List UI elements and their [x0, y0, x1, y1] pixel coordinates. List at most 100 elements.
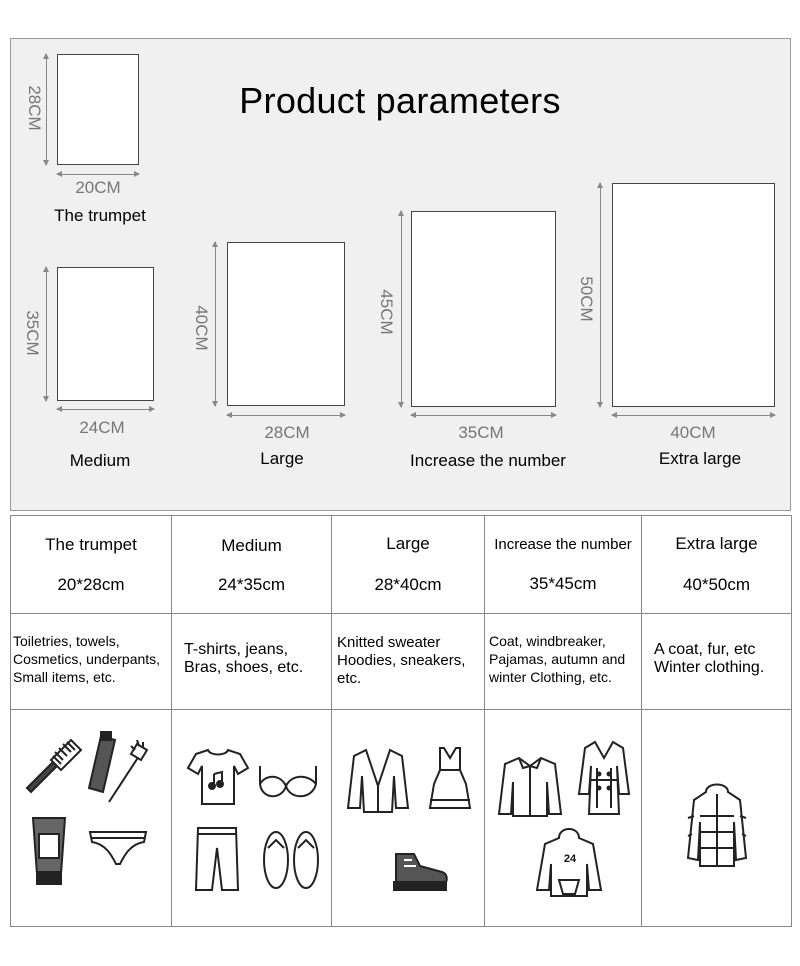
jeans-icon — [194, 827, 240, 891]
size-name: Large — [386, 534, 430, 553]
usage-text: Toiletries, towels, Cosmetics, underpant… — [13, 633, 161, 685]
dress-icon — [428, 747, 472, 809]
down-jacket-icon — [686, 783, 748, 867]
bag-trumpet-label: The trumpet — [54, 206, 146, 225]
size-dims: 28*40cm — [374, 575, 442, 594]
table-cell: Toiletries, towels, Cosmetics, underpant… — [10, 613, 172, 710]
arrow — [43, 53, 49, 59]
table-cell: Large 28*40cm — [331, 515, 485, 614]
icon-cell-large — [331, 709, 485, 927]
height-line — [46, 54, 47, 165]
bag-extra-large-height: 50CM — [577, 276, 596, 322]
bag-large-outline — [227, 242, 345, 406]
size-name: Extra large — [675, 534, 758, 553]
comb-icon — [25, 738, 83, 794]
table-cell: Knitted sweater Hoodies, sneakers, etc. — [331, 613, 485, 710]
bag-increase-label: Increase the number — [410, 451, 566, 470]
table-cell: A coat, fur, etc Winter clothing. — [641, 613, 792, 710]
usage-text: A coat, fur, etc Winter clothing. — [654, 641, 765, 676]
arrow — [611, 412, 617, 418]
table-row: 24 — [10, 709, 792, 927]
size-dims: 24*35cm — [217, 575, 286, 594]
icon-cell-trumpet — [10, 709, 172, 927]
cardigan-icon — [346, 748, 410, 813]
arrow — [398, 210, 404, 216]
bag-extra-large-label: Extra large — [658, 449, 742, 468]
bag-medium-label: Medium — [69, 451, 131, 470]
hoodie-icon — [535, 828, 603, 897]
bag-medium-width: 24CM — [79, 418, 125, 437]
size-name: The trumpet — [45, 535, 137, 554]
arrow — [770, 412, 776, 418]
width-line — [57, 174, 139, 175]
arrow — [212, 241, 218, 247]
size-dims: 35*45cm — [529, 574, 597, 593]
sandals-icon — [263, 831, 319, 889]
bag-trumpet-width: 20CM — [75, 178, 121, 197]
height-line — [600, 183, 601, 407]
bag-increase-width: 35CM — [458, 423, 504, 442]
arrow — [597, 182, 603, 188]
height-line — [215, 242, 216, 406]
bag-large-height: 40CM — [192, 305, 211, 351]
bag-medium-outline — [57, 267, 154, 401]
shirt-icon — [497, 756, 563, 817]
bag-increase-height: 45CM — [377, 289, 396, 335]
bra-icon — [259, 766, 317, 798]
arrow — [398, 402, 404, 408]
size-dims: 20*28cm — [57, 575, 125, 594]
width-line — [612, 415, 775, 416]
table-cell: Medium 24*35cm — [171, 515, 332, 614]
size-name: Increase the number — [494, 536, 632, 553]
sneaker-icon — [393, 853, 448, 891]
arrow — [149, 406, 155, 412]
height-line — [46, 267, 47, 401]
hoodie-number: 24 — [563, 853, 577, 865]
underpants-icon — [88, 831, 148, 865]
width-line — [57, 409, 154, 410]
bag-medium-height: 35CM — [23, 310, 42, 356]
size-dims: 40*50cm — [682, 575, 751, 594]
usage-text: T-shirts, jeans, Bras, shoes, etc. — [184, 641, 304, 676]
size-usage-table: The trumpet 20*28cm Medium 24*35cm Large… — [10, 515, 792, 927]
bag-extra-large-outline — [612, 183, 775, 407]
table-row: Toiletries, towels, Cosmetics, underpant… — [10, 613, 792, 710]
toothpaste-icon — [87, 731, 117, 794]
arrow — [43, 160, 49, 166]
tshirt-icon — [186, 748, 250, 805]
usage-text: Coat, windbreaker, Pajamas, autumn and w… — [489, 633, 626, 685]
bag-trumpet-outline — [57, 54, 139, 165]
icon-cell-increase: 24 — [484, 709, 642, 927]
size-name: Medium — [221, 536, 282, 555]
arrow — [410, 412, 416, 418]
bag-trumpet-height: 28CM — [25, 85, 44, 131]
bag-extra-large-width: 40CM — [670, 423, 716, 442]
arrow — [212, 401, 218, 407]
page-title: Product parameters — [239, 80, 561, 121]
arrow — [551, 412, 557, 418]
arrow — [56, 171, 62, 177]
table-row: The trumpet 20*28cm Medium 24*35cm Large… — [10, 515, 792, 614]
usage-text: Knitted sweater Hoodies, sneakers, etc. — [337, 634, 466, 687]
toothbrush-icon — [108, 739, 149, 803]
arrow — [226, 412, 232, 418]
table-cell: T-shirts, jeans, Bras, shoes, etc. — [171, 613, 332, 710]
bag-large-width: 28CM — [264, 423, 310, 442]
height-line — [401, 211, 402, 407]
table-cell: Increase the number 35*45cm — [484, 515, 642, 614]
table-cell: Coat, windbreaker, Pajamas, autumn and w… — [484, 613, 642, 710]
icon-cell-extra-large — [641, 709, 792, 927]
table-cell: The trumpet 20*28cm — [10, 515, 172, 614]
arrow — [56, 406, 62, 412]
bag-large-label: Large — [260, 449, 304, 468]
arrow — [597, 402, 603, 408]
table-cell: Extra large 40*50cm — [641, 515, 792, 614]
lotion-tube-icon — [31, 817, 67, 885]
width-line — [227, 415, 345, 416]
bag-increase-outline — [411, 211, 556, 407]
arrow — [43, 396, 49, 402]
arrow — [340, 412, 346, 418]
trench-coat-icon — [577, 740, 631, 815]
width-line — [411, 415, 556, 416]
icon-cell-medium — [171, 709, 332, 927]
